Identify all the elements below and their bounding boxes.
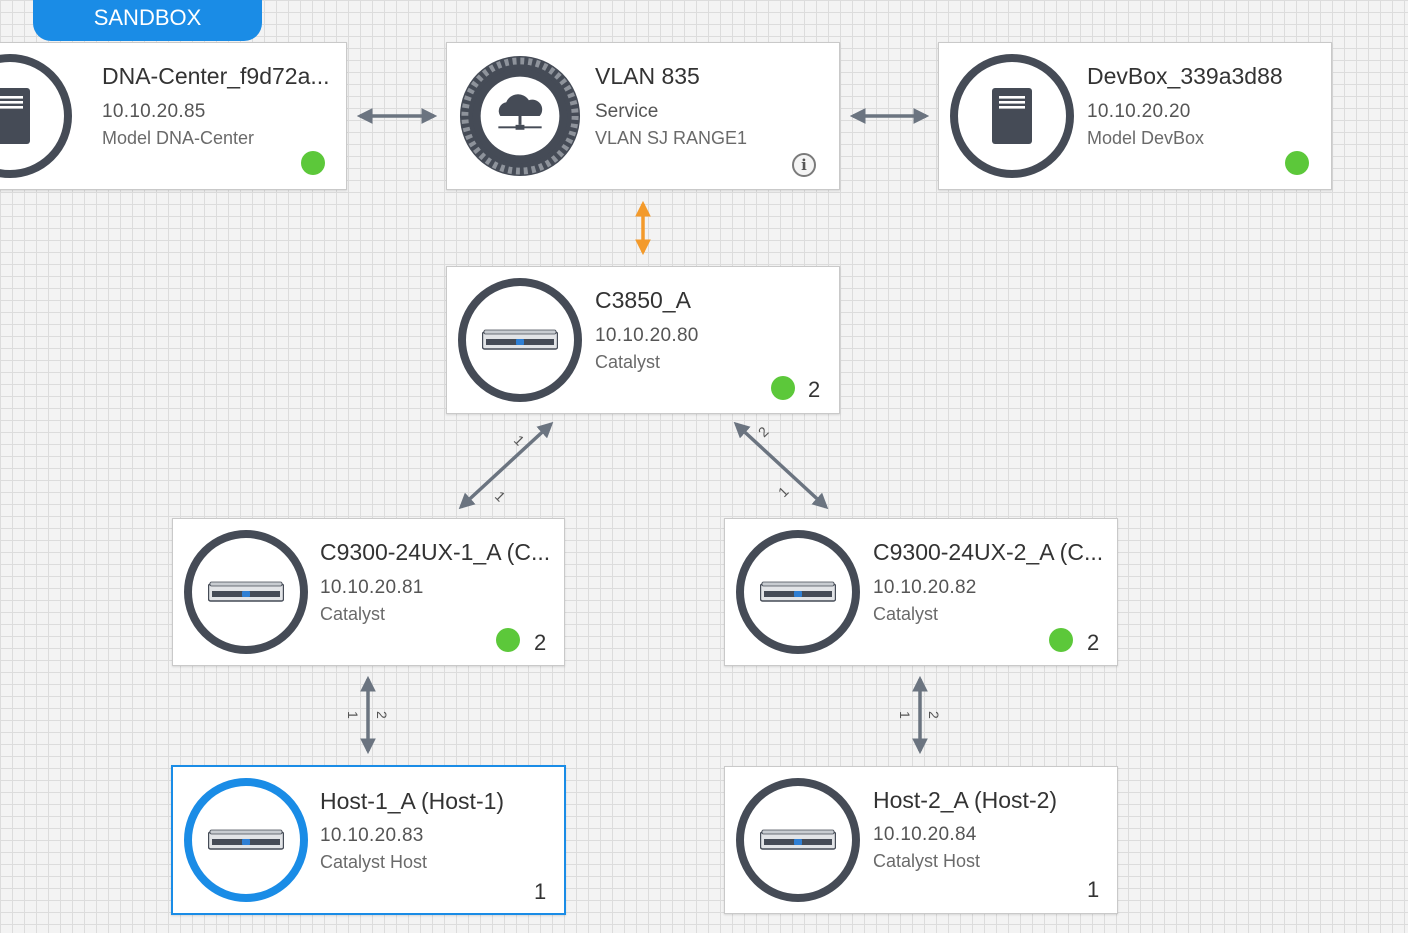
node-vlan-name: VLAN SJ RANGE1 xyxy=(595,128,748,148)
node-ip: 10.10.20.85 xyxy=(102,101,206,122)
port-label: 1 xyxy=(775,483,792,500)
device-ring xyxy=(950,54,1074,178)
node-host-1[interactable]: Host-1_A (Host-1) 10.10.20.83 Catalyst H… xyxy=(171,765,566,915)
node-ip: 10.10.20.80 xyxy=(595,325,699,346)
status-indicator xyxy=(496,628,520,652)
node-ip: 10.10.20.82 xyxy=(873,577,977,598)
switch-icon xyxy=(208,829,284,850)
port-label: 1 xyxy=(345,711,361,719)
link-count: 2 xyxy=(808,377,821,402)
port-label: 1 xyxy=(492,488,509,505)
device-ring xyxy=(736,530,860,654)
node-title: C9300-24UX-1_A (C... xyxy=(320,539,551,565)
node-model: Catalyst Host xyxy=(873,851,981,871)
port-label: 2 xyxy=(374,711,390,719)
status-indicator xyxy=(1049,628,1073,652)
cloud-network-gear-icon xyxy=(459,55,581,177)
node-devbox[interactable]: DevBox_339a3d88 10.10.20.20 Model DevBox xyxy=(938,42,1332,190)
node-ip: 10.10.20.84 xyxy=(873,824,977,845)
node-title: Host-1_A (Host-1) xyxy=(320,788,505,814)
node-model: Catalyst xyxy=(320,604,386,624)
port-label: 2 xyxy=(926,711,942,719)
link-count: 1 xyxy=(534,879,547,904)
switch-icon xyxy=(208,581,284,602)
status-indicator xyxy=(1285,151,1309,175)
node-host-2[interactable]: Host-2_A (Host-2) 10.10.20.84 Catalyst H… xyxy=(724,766,1118,914)
node-title: C3850_A xyxy=(595,287,691,313)
node-vlan-service[interactable]: VLAN 835 Service VLAN SJ RANGE1 i xyxy=(446,42,840,190)
node-c9300-1[interactable]: C9300-24UX-1_A (C... 10.10.20.81 Catalys… xyxy=(172,518,565,666)
node-model: Catalyst Host xyxy=(320,852,428,872)
node-model: Model DNA-Center xyxy=(102,128,255,148)
device-ring xyxy=(736,778,860,902)
link-count: 1 xyxy=(1087,877,1100,902)
switch-icon xyxy=(760,581,836,602)
status-indicator xyxy=(301,151,325,175)
sandbox-badge[interactable]: SANDBOX xyxy=(33,0,262,41)
node-title: C9300-24UX-2_A (C... xyxy=(873,539,1104,565)
port-label: 1 xyxy=(897,711,913,719)
switch-icon xyxy=(482,329,558,350)
status-indicator xyxy=(771,376,795,400)
device-ring xyxy=(0,54,72,178)
node-model: Model DevBox xyxy=(1087,128,1205,148)
node-title: DNA-Center_f9d72a... xyxy=(102,63,330,89)
port-label: 2 xyxy=(755,423,772,440)
link-count: 2 xyxy=(1087,630,1100,655)
device-ring xyxy=(184,530,308,654)
link-count: 2 xyxy=(534,630,547,655)
info-icon[interactable]: i xyxy=(792,153,816,177)
node-model: Catalyst xyxy=(873,604,939,624)
link-c3850-c9300-2[interactable] xyxy=(733,421,829,510)
node-model: Catalyst xyxy=(595,352,661,372)
node-c9300-2[interactable]: C9300-24UX-2_A (C... 10.10.20.82 Catalys… xyxy=(724,518,1118,666)
node-type: Service xyxy=(595,101,659,122)
device-ring xyxy=(184,778,308,902)
node-title: Host-2_A (Host-2) xyxy=(873,787,1058,813)
node-ip: 10.10.20.20 xyxy=(1087,101,1191,122)
server-icon xyxy=(992,88,1032,144)
node-ip: 10.10.20.81 xyxy=(320,577,424,598)
node-dna-center[interactable]: DNA-Center_f9d72a... 10.10.20.85 Model D… xyxy=(0,42,347,190)
server-icon xyxy=(0,88,30,144)
node-title: DevBox_339a3d88 xyxy=(1087,63,1283,89)
node-ip: 10.10.20.83 xyxy=(320,825,424,846)
link-c3850-c9300-1[interactable] xyxy=(458,421,554,510)
service-ring xyxy=(458,54,582,178)
node-title: VLAN 835 xyxy=(595,63,700,89)
node-c3850[interactable]: C3850_A 10.10.20.80 Catalyst 2 xyxy=(446,266,840,414)
switch-icon xyxy=(760,829,836,850)
device-ring xyxy=(458,278,582,402)
